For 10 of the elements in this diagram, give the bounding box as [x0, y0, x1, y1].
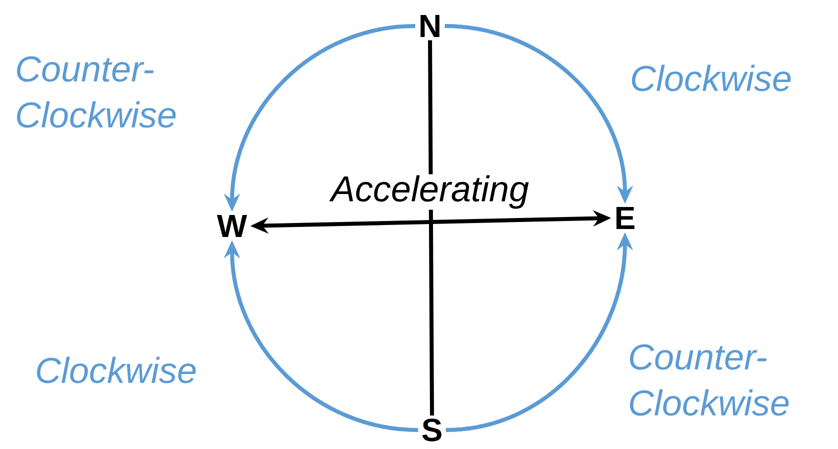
compass-letter: W — [216, 215, 248, 237]
edge-label: Clockwise — [632, 64, 791, 92]
edge-label: Counter-Clockwise — [630, 344, 789, 416]
compass-letter: E — [616, 207, 634, 229]
compass-letter: N — [420, 15, 440, 37]
edge-label: Clockwise — [37, 356, 196, 384]
edge-label: Accelerating — [329, 175, 529, 209]
line — [428, 40, 434, 416]
compass-letter: S — [422, 418, 442, 442]
edge-label: Counter-Clockwise — [17, 56, 176, 128]
